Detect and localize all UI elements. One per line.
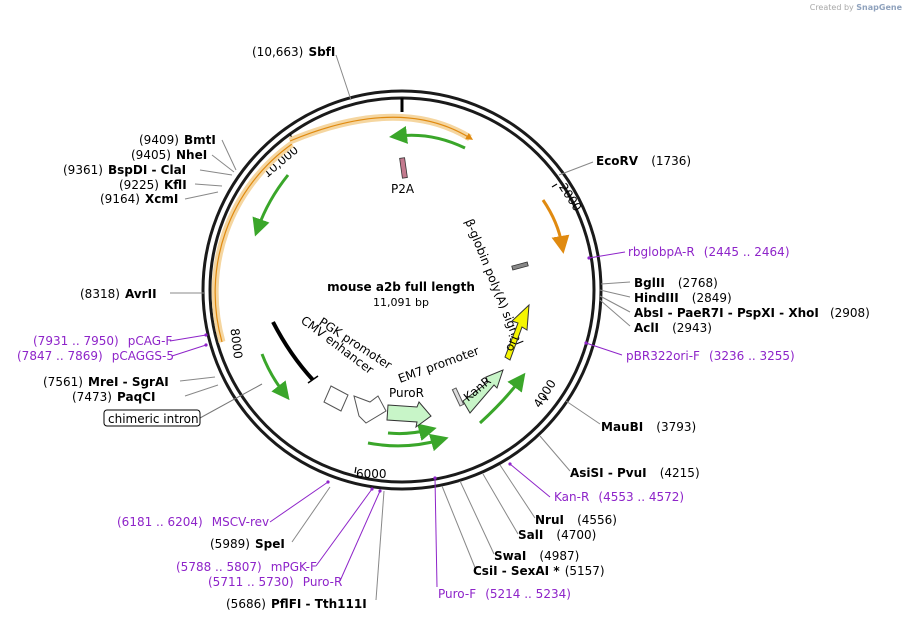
primer-kanr: Kan-R (4553 .. 4572) [554, 486, 684, 505]
primer-mpgk: (5788 .. 5807) mPGK-F [176, 556, 317, 575]
kanr-arrow [462, 369, 504, 414]
site-asisi: AsiSI - PvuI (4215) [570, 462, 700, 481]
site-avrii: (8318) AvrII [80, 283, 157, 302]
primer-pbr322: pBR322ori-F (3236 .. 3255) [626, 345, 795, 364]
em7-label: EM7 promoter [396, 344, 481, 386]
site-sbfi: (10,663) SbfI [252, 41, 335, 60]
site-sali: SalI (4700) [518, 524, 596, 543]
promoter-box-2 [353, 395, 387, 424]
primer-rbglobpa: rbglobpA-R (2445 .. 2464) [628, 241, 790, 260]
em7-feature [451, 387, 465, 407]
primer-puror: (5711 .. 5730) Puro-R [208, 571, 342, 590]
orange-orf-right [541, 199, 570, 254]
green-orf-left-top [252, 174, 290, 237]
chimeric-label: chimeric intron [108, 412, 199, 426]
green-orf-top [389, 126, 466, 150]
puror-label: PuroR [389, 386, 424, 400]
site-bmti: (9409) BmtI [139, 129, 216, 148]
site-nhei: (9405) NheI [131, 144, 207, 163]
site-paqci: (7473) PaqCI [72, 386, 155, 405]
primer-pcag: (7931 .. 7950) pCAG-F [33, 330, 172, 349]
site-csii: CsiI - SexAI * (5157) [473, 560, 605, 579]
site-xcmi: (9164) XcmI [100, 188, 178, 207]
map-title: mouse a2b full length [327, 280, 475, 294]
site-bglii: BglII (2768) [634, 272, 718, 291]
ori-label: ori [502, 333, 521, 353]
p2a-label: P2A [391, 182, 415, 196]
green-orf-right [478, 372, 526, 425]
site-kfli: (9225) KflI [119, 174, 187, 193]
site-bspdi: (9361) BspDI - ClaI [63, 159, 186, 178]
site-swai: SwaI (4987) [494, 545, 579, 564]
orange-orf-top-core [289, 116, 474, 142]
site-pflfi: (5686) PflFI - Tth111I [226, 593, 367, 612]
chimeric-leader [199, 383, 263, 419]
p2a-feature [399, 157, 408, 179]
bglobin-feature [511, 261, 529, 271]
tick-2000: 2000 [556, 181, 584, 214]
site-ecorv: EcoRV (1736) [596, 150, 691, 169]
chimeric-box [103, 409, 201, 427]
site-spei: (5989) SpeI [210, 533, 285, 552]
green-orf-small [387, 423, 437, 441]
orange-orf-top [288, 113, 472, 145]
pgk-arc [271, 321, 315, 382]
orange-orf-left-core [214, 143, 293, 343]
primer-markers [204, 256, 591, 493]
site-hindiii: HindIII (2849) [634, 287, 732, 306]
primer-mscv: (6181 .. 6204) MSCV-rev [117, 511, 269, 530]
site-maubi: MauBI (3793) [601, 416, 696, 435]
site-leaders [170, 54, 631, 601]
brand-watermark: Created by SnapGene [810, 3, 902, 12]
site-mrei: (7561) MreI - SgrAI [43, 371, 169, 390]
brand-name: SnapGene [856, 3, 902, 12]
brand-prefix: Created by [809, 3, 854, 12]
puror-arrow [386, 401, 432, 429]
green-orf-bottom [367, 433, 449, 452]
primer-leaders [169, 251, 626, 588]
map-length: 11,091 bp [373, 296, 429, 309]
site-acli: AclI (2943) [634, 317, 712, 336]
tick-6000: 6000 [356, 467, 387, 481]
pgk-end [307, 375, 319, 384]
green-orf-left-bottom [260, 353, 290, 401]
primer-pcaggs: (7847 .. 7869) pCAGGS-5 [17, 345, 174, 364]
site-absi: AbsI - PaeR7I - PspXI - XhoI (2908) [634, 302, 870, 321]
ori-arrow [504, 303, 530, 361]
tick-8000: 8000 [227, 328, 245, 360]
site-nrui: NruI (4556) [535, 509, 617, 528]
primer-purof: Puro-F (5214 .. 5234) [438, 583, 571, 602]
promoter-box-1 [323, 385, 349, 412]
